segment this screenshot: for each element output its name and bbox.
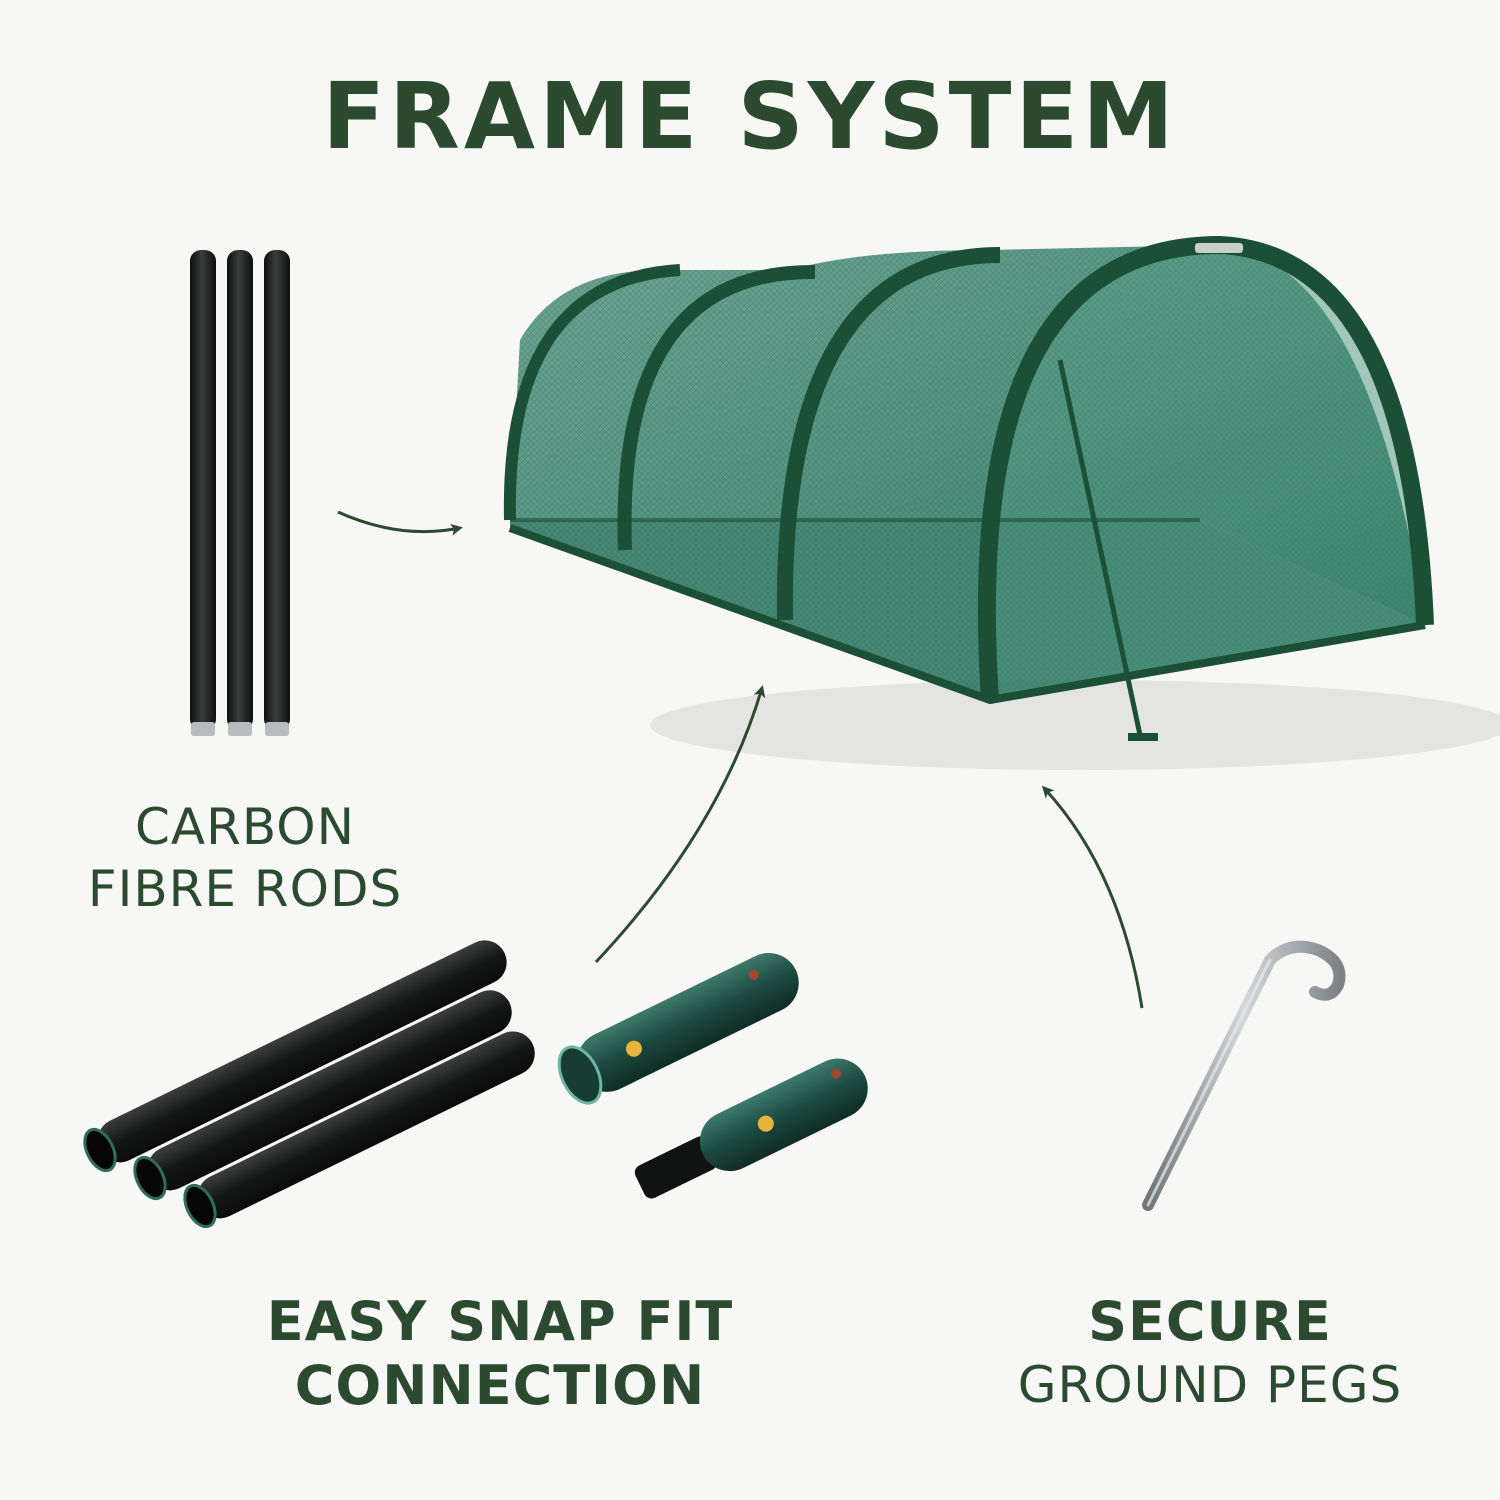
carbon-fibre-rods-label: CARBON FIBRE RODS	[20, 796, 470, 920]
snap-label-line-2: CONNECTION	[294, 1354, 706, 1417]
carbon-label-line-2: FIBRE RODS	[87, 860, 403, 918]
ground-peg-icon	[1142, 940, 1346, 1211]
curved-arrow-icon	[337, 510, 463, 536]
curved-arrow-icon	[594, 685, 766, 964]
horizontal-carbon-rods-icon	[83, 940, 535, 1229]
net-tunnel-icon	[503, 235, 1500, 770]
curved-arrow-icon	[1041, 785, 1144, 1009]
secure-ground-pegs-label: SECURE GROUND PEGS	[930, 1290, 1490, 1416]
secure-label-line-2: GROUND PEGS	[1017, 1356, 1403, 1414]
snap-fit-connection-label: EASY SNAP FIT CONNECTION	[150, 1290, 850, 1418]
snap-label-line-1: EASY SNAP FIT	[266, 1290, 734, 1353]
vertical-carbon-rods-icon	[190, 250, 290, 736]
carbon-label-line-1: CARBON	[134, 798, 356, 856]
snap-connector-icon	[557, 952, 868, 1199]
page-title: FRAME SYSTEM	[322, 63, 1178, 170]
secure-label-line-1: SECURE	[1088, 1290, 1332, 1353]
